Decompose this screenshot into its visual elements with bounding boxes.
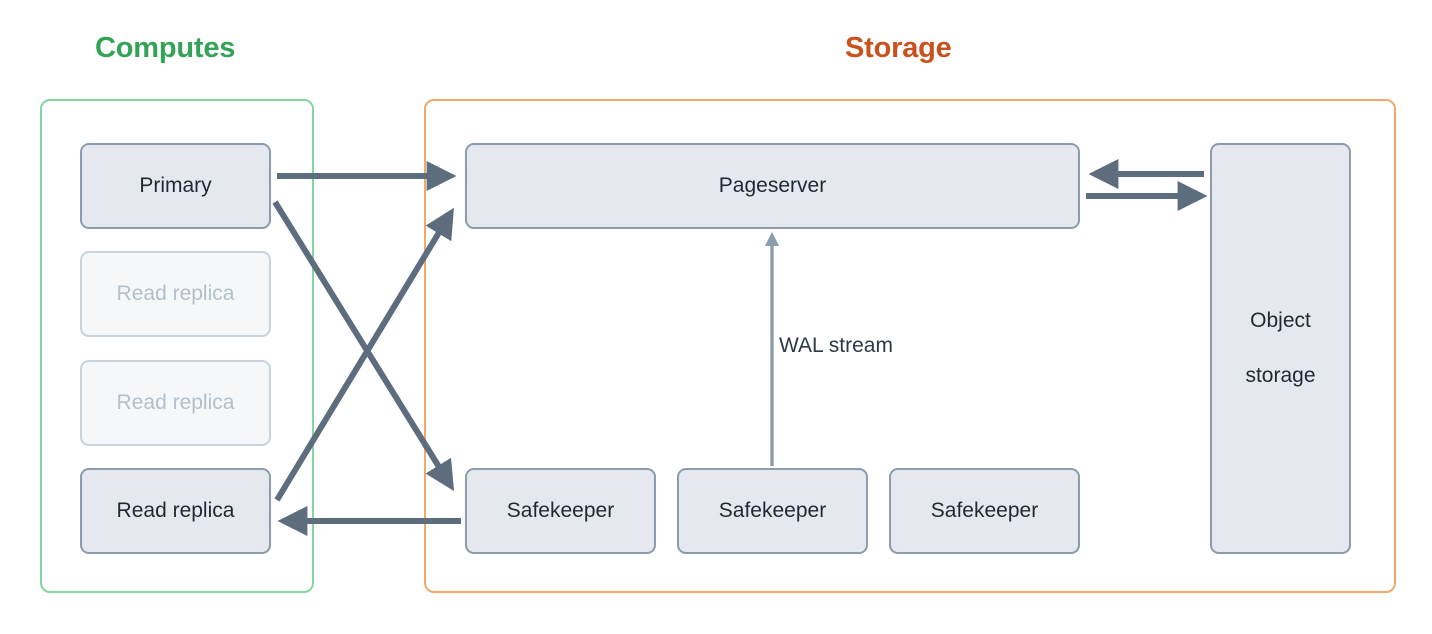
storage-group-title: Storage: [845, 32, 952, 64]
node-pageserver[interactable]: Pageserver: [465, 143, 1080, 229]
node-read-replica-2[interactable]: Read replica: [80, 360, 271, 446]
computes-group-title: Computes: [95, 32, 236, 64]
node-safekeeper-3[interactable]: Safekeeper: [889, 468, 1080, 554]
node-read-replica-1[interactable]: Read replica: [80, 251, 271, 337]
edge-label-wal-stream: WAL stream: [779, 334, 893, 357]
node-safekeeper-1[interactable]: Safekeeper: [465, 468, 656, 554]
node-object-storage[interactable]: Object storage: [1210, 143, 1351, 554]
node-safekeeper-2[interactable]: Safekeeper: [677, 468, 868, 554]
node-read-replica-3[interactable]: Read replica: [80, 468, 271, 554]
node-primary[interactable]: Primary: [80, 143, 271, 229]
